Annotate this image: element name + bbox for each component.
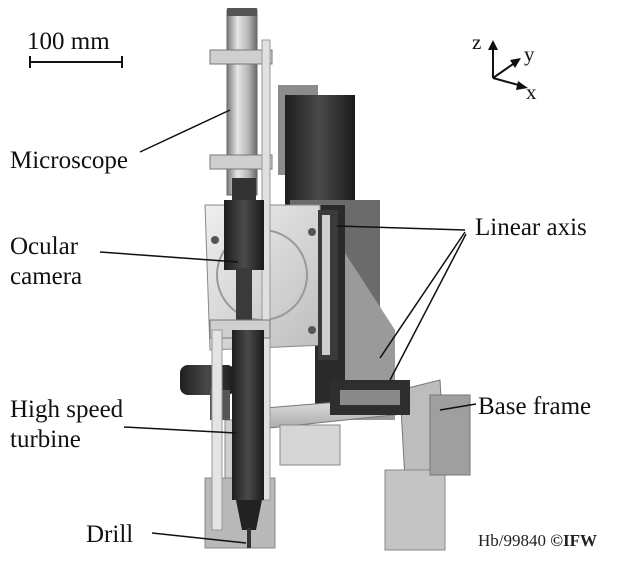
label-ocular-line1: Ocular	[10, 233, 79, 260]
leader-ocular-camera	[99, 251, 239, 263]
microscope-tube	[209, 8, 273, 501]
label-ocular-line2: camera	[10, 263, 83, 290]
axis-z-label: z	[472, 30, 482, 54]
leader-turbine	[123, 426, 237, 434]
credit-id: Hb/99840	[478, 531, 546, 550]
credit: Hb/99840 ©IFW	[478, 531, 597, 551]
label-microscope: Microscope	[10, 147, 129, 174]
leader-linear-axis-2	[379, 231, 466, 359]
base-frame	[204, 379, 471, 551]
leader-drill	[151, 532, 247, 544]
leader-microscope	[139, 109, 231, 153]
motor-tower	[278, 85, 395, 420]
leader-linear-axis-1	[336, 225, 466, 231]
linear-axis-slide	[318, 210, 338, 360]
label-linear-axis: Linear axis	[475, 214, 587, 241]
label-high-speed-line1: High speed	[10, 396, 124, 423]
leader-base-frame	[439, 403, 477, 411]
turbine-column	[209, 319, 271, 548]
leader-linear-axis-3	[389, 233, 467, 381]
axis-y-label: y	[524, 42, 535, 66]
scale-bar-label: 100 mm	[27, 28, 110, 55]
ocular-camera	[224, 178, 264, 328]
label-high-speed-line2: turbine	[10, 426, 81, 453]
label-drill: Drill	[86, 521, 134, 548]
axis-x-label: x	[526, 80, 537, 104]
label-base-frame: Base frame	[478, 393, 592, 420]
credit-copyright: ©IFW	[550, 531, 597, 550]
